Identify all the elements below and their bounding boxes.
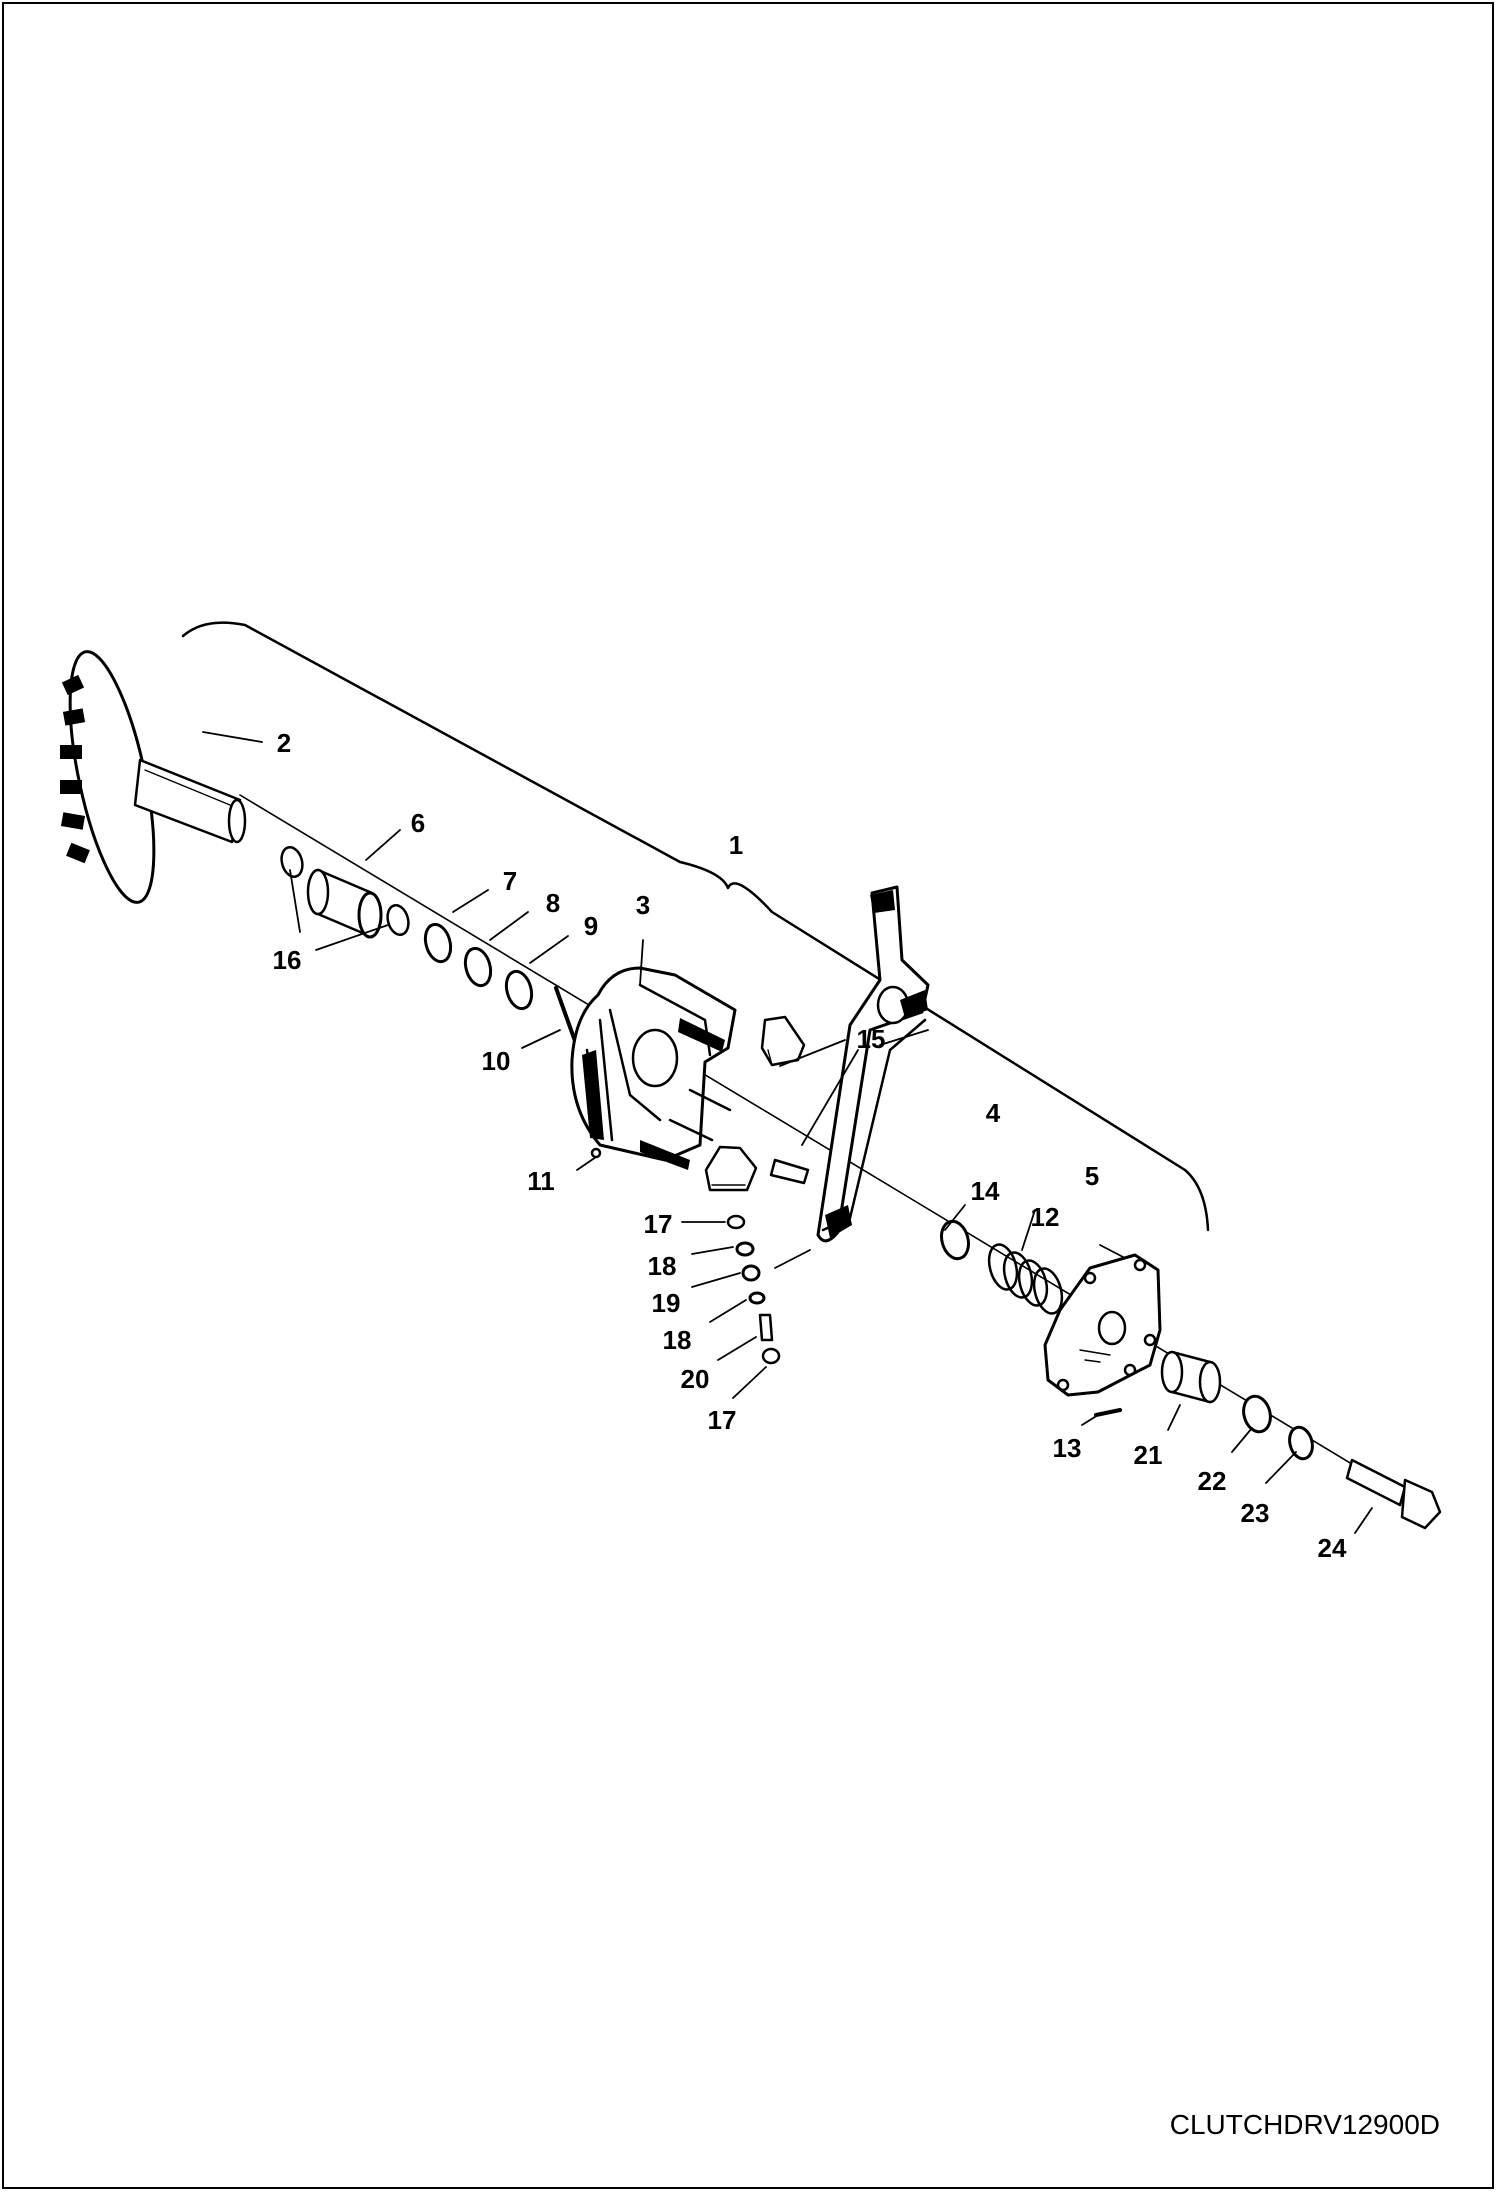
cover-5 — [1043, 1253, 1162, 1397]
flyweight-15b — [704, 1145, 758, 1192]
callout-23: 23 — [1241, 1498, 1270, 1528]
drive-sheave — [60, 650, 247, 904]
drawing-code: CLUTCHDRV12900D — [1169, 2109, 1440, 2140]
callout-14: 14 — [971, 1176, 1000, 1206]
screw-11 — [590, 1147, 602, 1159]
assembly-bracket — [181, 621, 1210, 1232]
flyweight-15a — [760, 1015, 806, 1067]
callout-11: 11 — [527, 1166, 555, 1196]
pin-20 — [758, 1313, 774, 1342]
callout-9: 9 — [584, 911, 598, 941]
callout-12: 12 — [1031, 1202, 1060, 1232]
shim-15 — [769, 1158, 810, 1185]
leader-lines — [202, 731, 1373, 1534]
washer-8 — [463, 946, 493, 988]
washer-23 — [1288, 1425, 1314, 1461]
callout-21: 21 — [1134, 1440, 1163, 1470]
callout-5: 5 — [1085, 1161, 1099, 1191]
bushing-6 — [306, 868, 383, 939]
callout-15: 15 — [857, 1024, 886, 1054]
callout-17b: 17 — [708, 1405, 737, 1435]
moveable-sheave-3 — [570, 966, 737, 1170]
ring-18a — [735, 1241, 755, 1257]
callout-22: 22 — [1198, 1466, 1227, 1496]
callout-24: 24 — [1318, 1533, 1347, 1563]
callout-6: 6 — [411, 808, 425, 838]
callout-13: 13 — [1053, 1433, 1082, 1463]
callout-16: 16 — [273, 945, 302, 975]
ring-18b — [748, 1291, 766, 1305]
washer-14 — [940, 1219, 970, 1261]
washer-9 — [504, 969, 534, 1011]
bushing-21 — [1160, 1350, 1222, 1404]
callout-18a: 18 — [648, 1251, 677, 1281]
bolt-13 — [1094, 1408, 1122, 1417]
callouts: 1 2 6 7 8 9 3 16 10 11 15 4 14 12 5 17 1… — [273, 728, 1347, 1563]
callout-8: 8 — [546, 888, 560, 918]
callout-3: 3 — [636, 890, 650, 920]
callout-4: 4 — [986, 1098, 1001, 1128]
bolt-24 — [1345, 1458, 1442, 1530]
callout-19: 19 — [652, 1288, 681, 1318]
retaining-ring-16b — [386, 904, 410, 936]
callout-17a: 17 — [644, 1209, 673, 1239]
callout-20: 20 — [681, 1364, 710, 1394]
spring-12 — [987, 1243, 1064, 1315]
cap-17a — [726, 1214, 746, 1230]
retaining-ring-16a — [280, 846, 304, 878]
callout-18b: 18 — [663, 1325, 692, 1355]
callout-1: 1 — [729, 830, 743, 860]
callout-2: 2 — [277, 728, 291, 758]
roller-19 — [741, 1264, 761, 1282]
callout-7: 7 — [503, 866, 517, 896]
cap-17b — [761, 1347, 781, 1365]
washer-7 — [423, 922, 453, 964]
washer-22 — [1242, 1394, 1272, 1434]
spider-4 — [816, 885, 930, 1243]
callout-10: 10 — [482, 1046, 511, 1076]
